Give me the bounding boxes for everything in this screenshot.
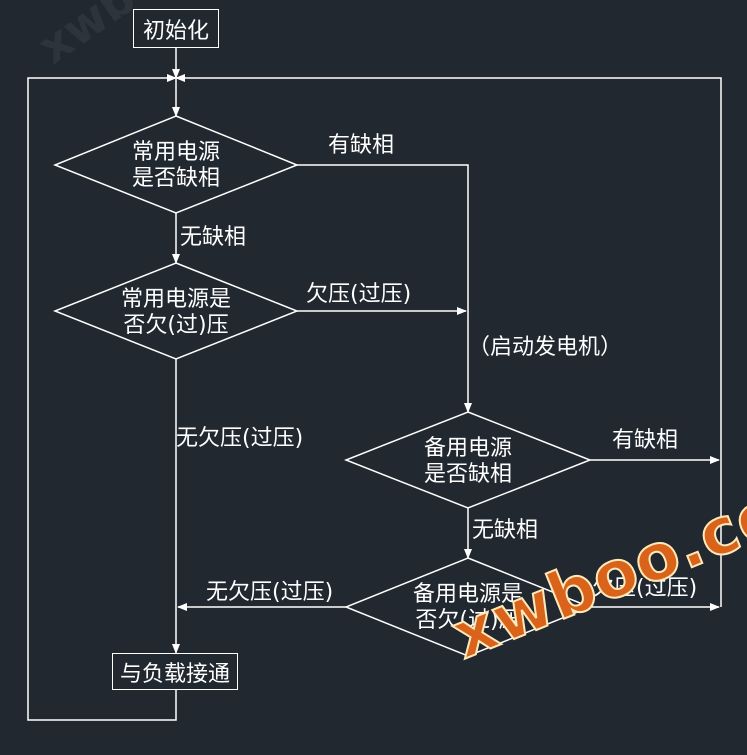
edge-loop-right: [175, 74, 722, 607]
edge-d1-yes: [297, 164, 469, 311]
decision-backup-voltage: [343, 557, 593, 657]
decision-main-voltage-text: 常用电源是 否欠(过)压: [120, 287, 232, 338]
decision-backup-voltage-text: 备用电源是 否欠(过)压: [412, 582, 524, 633]
label-main-phase-yes: 有缺相: [328, 133, 395, 158]
label-start-generator: （启动发电机）: [468, 335, 623, 360]
edge-loop-left: [27, 74, 177, 721]
decision-backup-phase-text: 备用电源 是否缺相: [423, 436, 513, 487]
label-backup-voltage-yes: 欠压(过压): [592, 576, 698, 601]
label-backup-voltage-no: 无欠压(过压): [206, 580, 334, 605]
label-main-voltage-no: 无欠压(过压): [176, 426, 304, 451]
init-box: 初始化: [133, 9, 219, 48]
label-backup-phase-yes: 有缺相: [612, 428, 679, 453]
label-main-phase-no: 无缺相: [180, 225, 247, 250]
label-main-voltage-yes: 欠压(过压): [306, 282, 412, 307]
label-backup-phase-no: 无缺相: [472, 518, 539, 543]
decision-main-phase-text: 常用电源 是否缺相: [131, 140, 221, 191]
connect-load-box: 与负载接通: [112, 653, 238, 690]
